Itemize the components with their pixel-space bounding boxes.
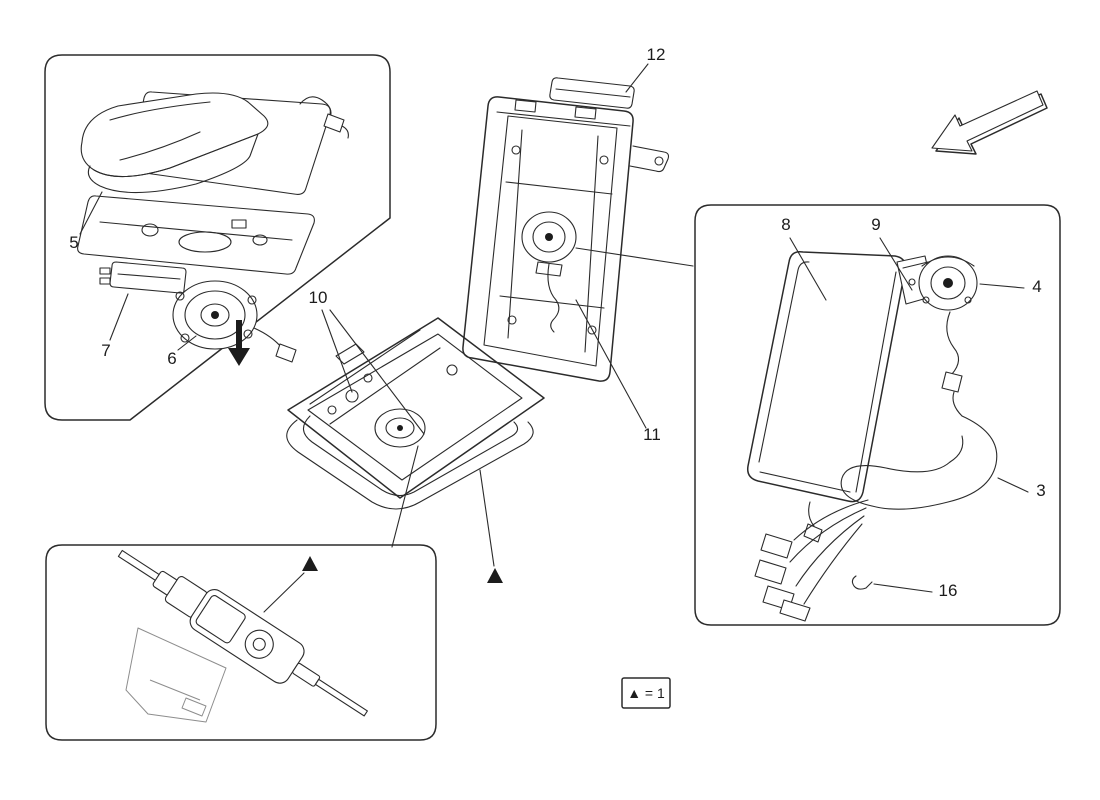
legend-box bbox=[621, 677, 671, 709]
seat-trim-panel bbox=[131, 91, 349, 195]
mounting-bracket bbox=[125, 627, 227, 723]
leader-11 bbox=[575, 299, 647, 429]
leader-4 bbox=[979, 283, 1025, 289]
callout-16: 16 bbox=[939, 581, 958, 600]
triangle-marker-icon bbox=[302, 556, 318, 571]
leader-8 bbox=[789, 237, 827, 301]
detail-box-actuator-border bbox=[45, 544, 437, 741]
legend: ▲ = 1 bbox=[621, 677, 671, 709]
control-module bbox=[99, 261, 187, 294]
cable-connector bbox=[323, 113, 345, 133]
leader-7 bbox=[109, 293, 129, 341]
backrest-speaker bbox=[521, 211, 577, 277]
seat-cushion-pad bbox=[80, 92, 269, 194]
leader-actuator-marker bbox=[263, 572, 305, 613]
leader-to-right-box bbox=[575, 247, 694, 267]
harness-plug bbox=[760, 533, 793, 559]
seat-back-panel bbox=[746, 250, 907, 543]
backrest-frame bbox=[462, 96, 670, 382]
harness-plug bbox=[754, 559, 787, 585]
callout-9: 9 bbox=[871, 215, 880, 234]
leader-3 bbox=[997, 477, 1029, 493]
headrest-trim-bar bbox=[549, 77, 635, 109]
harness-plug bbox=[779, 599, 811, 622]
callout-10: 10 bbox=[309, 288, 328, 307]
back-speaker bbox=[918, 255, 978, 311]
callout-6: 6 bbox=[167, 349, 176, 368]
callout-3: 3 bbox=[1036, 481, 1045, 500]
seat-base-frame bbox=[286, 317, 545, 510]
leader-16 bbox=[873, 583, 933, 593]
detail-box-seat-back-panel: 8 9 4 3 16 bbox=[694, 204, 1061, 626]
callout-4: 4 bbox=[1032, 277, 1041, 296]
detail-box-actuator bbox=[45, 544, 437, 741]
detail-box-panel-border bbox=[694, 204, 1061, 626]
seat-pan bbox=[77, 195, 315, 275]
detail-box-seat-cushion: 5 7 6 bbox=[44, 54, 391, 421]
callout-8: 8 bbox=[781, 215, 790, 234]
leader-5 bbox=[79, 191, 103, 235]
leader-to-actuator-box bbox=[391, 445, 419, 548]
leader-10a bbox=[321, 309, 353, 393]
harness-connector bbox=[941, 371, 963, 393]
speaker-connector bbox=[275, 343, 297, 363]
callout-7: 7 bbox=[101, 341, 110, 360]
harness-clip bbox=[851, 575, 873, 590]
leader-10b bbox=[329, 309, 425, 435]
leader-to-triangle bbox=[479, 469, 495, 567]
seat-frame-assembly: 12 bbox=[286, 45, 694, 583]
leader-12 bbox=[625, 63, 649, 93]
leader-9 bbox=[879, 237, 913, 291]
callout-5: 5 bbox=[69, 233, 78, 252]
leader-6 bbox=[177, 335, 197, 351]
callout-11: 11 bbox=[643, 425, 661, 444]
detail-box-cushion-border bbox=[44, 54, 391, 421]
backrest-speaker-wire bbox=[547, 263, 560, 333]
seat-actuator-motor bbox=[117, 549, 368, 717]
direction-arrow-icon bbox=[931, 90, 1048, 155]
legend-text: ▲ = 1 bbox=[627, 685, 665, 701]
callout-12: 12 bbox=[647, 45, 666, 64]
down-arrow-icon bbox=[228, 320, 250, 366]
triangle-marker-icon bbox=[487, 568, 503, 583]
wiring-harness bbox=[754, 311, 998, 622]
